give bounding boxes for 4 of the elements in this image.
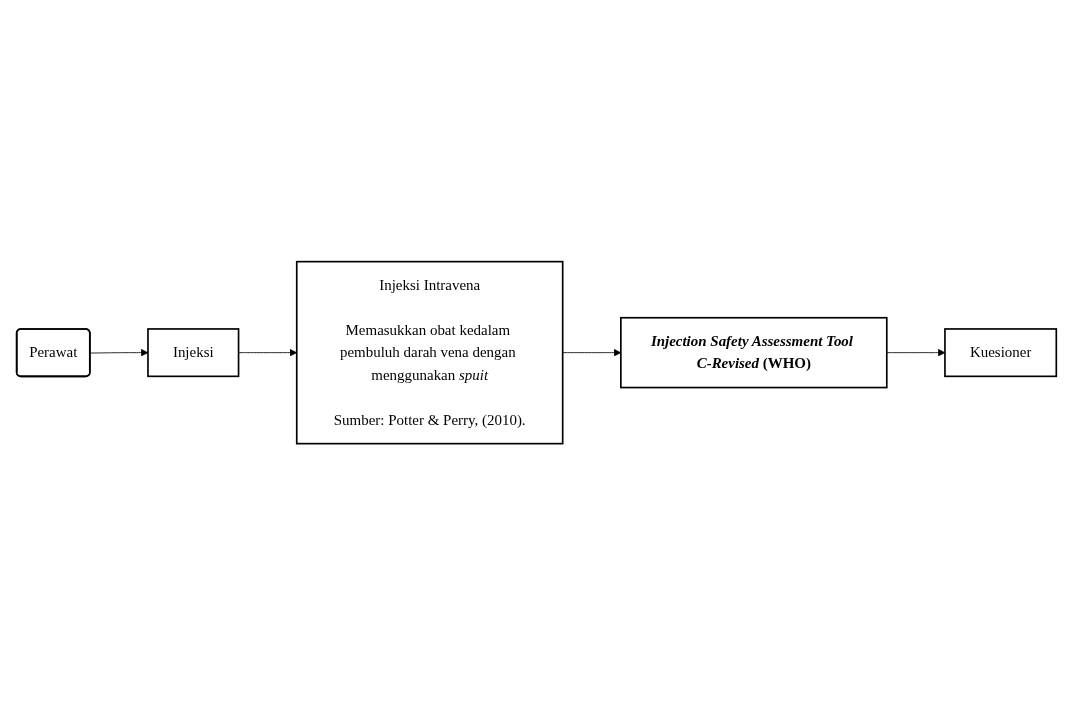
node-box: Injeksi Intravena Memasukkan obat kedalam pembuluh darah vena dengan menggunakan spuit Sumber: Potter & Perry, (2010). [295, 261, 564, 445]
node-box: Kuesioner [944, 328, 1058, 378]
node-box: Injeksi [147, 328, 240, 378]
node-box: Injection Safety Assessment Tool C-Revised (WHO) [620, 317, 888, 389]
